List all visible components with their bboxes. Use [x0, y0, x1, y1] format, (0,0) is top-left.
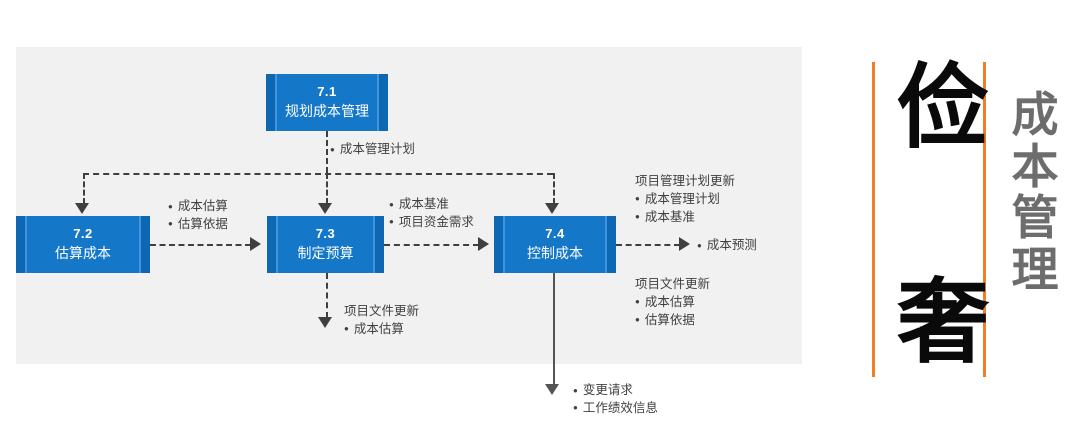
- connector-bus-to-74: [553, 173, 555, 204]
- label-project-document-updates-mid-header: 项目文件更新: [344, 304, 420, 318]
- label-project-document-updates-right: 项目文件更新 成本估算 估算依据: [635, 276, 710, 329]
- connector-bus-to-73: [326, 173, 328, 204]
- arrowhead-to-73: [318, 203, 332, 214]
- arrowhead-to-72: [75, 203, 89, 214]
- process-box-74[interactable]: 7.4 控制成本: [494, 216, 616, 273]
- label-pm-plan-updates-header: 项目管理计划更新: [635, 174, 736, 188]
- arrowhead-73-to-74: [478, 237, 489, 251]
- arrowhead-73-down: [318, 317, 332, 328]
- process-box-72[interactable]: 7.2 估算成本: [16, 216, 150, 273]
- process-box-73-name: 制定预算: [297, 244, 354, 261]
- process-box-72-name: 估算成本: [55, 244, 111, 261]
- vertical-title-char-0: 成: [1011, 88, 1059, 143]
- process-box-71[interactable]: 7.1 规划成本管理: [266, 74, 388, 131]
- connector-71-to-bus: [326, 131, 328, 173]
- connector-bus-to-72: [83, 173, 85, 204]
- label-cost-forecast-item-0: 成本预测: [697, 237, 757, 255]
- label-control-outputs: 变更请求 工作绩效信息: [573, 382, 658, 418]
- process-box-74-name: 控制成本: [527, 244, 583, 261]
- label-estimate-outputs: 成本估算 估算依据: [168, 198, 228, 234]
- label-project-document-updates-mid-item-0: 成本估算: [344, 321, 419, 339]
- arrowhead-72-to-73: [250, 237, 261, 251]
- label-control-outputs-item-0: 变更请求: [573, 382, 658, 400]
- label-estimate-outputs-item-1: 估算依据: [168, 216, 228, 234]
- label-budget-outputs-item-0: 成本基准: [389, 196, 474, 214]
- label-pm-plan-updates-item-1: 成本基准: [635, 209, 735, 227]
- connector-74-down: [553, 273, 555, 385]
- vertical-title: 成 本 管 理: [1004, 90, 1066, 297]
- connector-73-down: [326, 273, 328, 318]
- connector-73-to-74: [384, 244, 479, 246]
- label-cost-forecast: 成本预测: [697, 237, 757, 255]
- label-budget-outputs-item-1: 项目资金需求: [389, 214, 474, 232]
- vertical-title-char-1: 本: [1011, 139, 1059, 195]
- vertical-title-char-3: 理: [1011, 243, 1059, 299]
- process-box-71-name: 规划成本管理: [285, 102, 369, 119]
- big-character-bottom: 奢: [897, 269, 990, 376]
- label-project-document-updates-right-header: 项目文件更新: [635, 277, 711, 291]
- label-cost-management-plan: 成本管理计划: [330, 141, 415, 159]
- label-control-outputs-item-1: 工作绩效信息: [573, 400, 658, 418]
- process-box-74-number: 7.4: [545, 226, 565, 242]
- label-estimate-outputs-item-0: 成本估算: [168, 198, 228, 216]
- label-budget-outputs: 成本基准 项目资金需求: [389, 196, 474, 232]
- accent-rule-left: [872, 62, 875, 377]
- label-pm-plan-updates: 项目管理计划更新 成本管理计划 成本基准: [635, 173, 735, 226]
- arrowhead-74-to-forecast: [679, 237, 690, 251]
- big-character-top: 俭: [897, 54, 990, 161]
- label-project-document-updates-right-item-0: 成本估算: [635, 294, 710, 312]
- vertical-title-char-2: 管: [1011, 191, 1059, 247]
- label-project-document-updates-mid: 项目文件更新 成本估算: [344, 303, 419, 339]
- connector-72-to-73: [150, 244, 251, 246]
- arrowhead-74-down: [545, 384, 559, 395]
- process-box-71-number: 7.1: [317, 84, 337, 100]
- connector-bus-horizontal: [83, 173, 553, 175]
- process-box-73[interactable]: 7.3 制定预算: [267, 216, 384, 273]
- process-box-73-number: 7.3: [315, 226, 336, 242]
- label-project-document-updates-right-item-1: 估算依据: [635, 312, 710, 330]
- label-pm-plan-updates-item-0: 成本管理计划: [635, 191, 735, 209]
- connector-74-to-forecast: [616, 244, 680, 246]
- accent-rule-right: [983, 62, 986, 377]
- process-box-72-number: 7.2: [73, 226, 93, 242]
- arrowhead-to-74: [545, 203, 559, 214]
- label-cost-management-plan-item-0: 成本管理计划: [330, 141, 415, 159]
